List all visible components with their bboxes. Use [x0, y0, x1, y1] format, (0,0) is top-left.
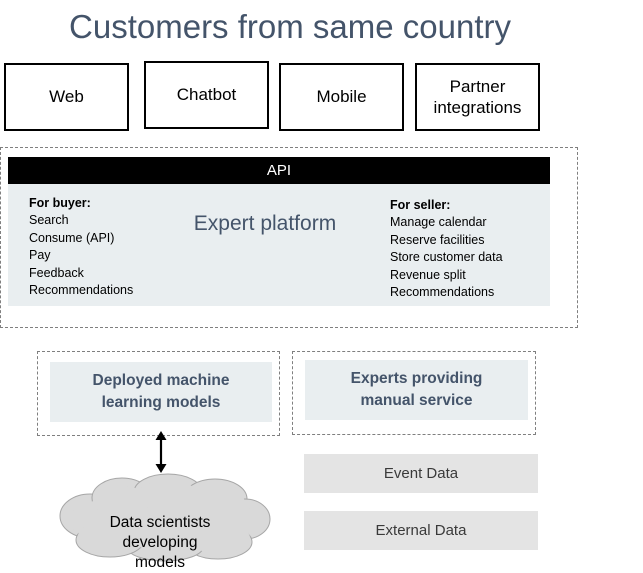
seller-item-store-customer-data: Store customer data — [390, 250, 503, 265]
channel-chatbot: Chatbot — [144, 61, 269, 129]
event-data-box: Event Data — [304, 454, 538, 493]
channel-partner-integrations-label: Partner integrations — [433, 76, 522, 117]
channel-chatbot-label: Chatbot — [176, 85, 237, 105]
ml-models-box: Deployed machine learning models — [50, 362, 272, 422]
experts-label: Experts providing manual service — [350, 370, 483, 409]
seller-item-reserve-facilities: Reserve facilities — [390, 232, 485, 247]
diagram-title: Customers from same country — [69, 8, 511, 45]
ml-models-label: Deployed machine learning models — [92, 372, 230, 411]
cloud-label-text: Data scientists developing models — [109, 514, 211, 571]
seller-item-manage-calendar: Manage calendar — [390, 215, 487, 230]
buyer-item-pay: Pay — [29, 248, 51, 263]
buyer-list: For buyer: Search Consume (API) Pay Feed… — [29, 195, 179, 299]
cloud-shape — [59, 473, 271, 562]
buyer-item-consume: Consume (API) — [29, 230, 115, 245]
experts-box: Experts providing manual service — [305, 360, 528, 420]
seller-header: For seller: — [390, 198, 451, 212]
seller-item-recommendations: Recommendations — [390, 285, 495, 300]
buyer-header: For buyer: — [29, 196, 91, 210]
channel-partner-integrations: Partner integrations — [415, 63, 540, 131]
seller-list: For seller: Manage calendar Reserve faci… — [390, 197, 548, 301]
platform-container — [0, 147, 578, 328]
channel-mobile-label: Mobile — [316, 87, 367, 107]
external-data-box: External Data — [304, 511, 538, 550]
cloud-label: Data scientists developing models — [80, 493, 240, 573]
buyer-item-search: Search — [29, 213, 69, 228]
platform-name: Expert platform — [193, 212, 337, 235]
platform-body — [8, 184, 550, 306]
buyer-item-recommendations: Recommendations — [29, 283, 134, 298]
event-data-label: Event Data — [383, 465, 459, 482]
external-data-label: External Data — [375, 522, 467, 539]
api-bar: API — [8, 157, 550, 184]
api-label: API — [266, 162, 292, 179]
channel-mobile: Mobile — [279, 63, 404, 131]
seller-item-revenue-split: Revenue split — [390, 267, 466, 282]
experts-container — [292, 351, 536, 435]
channel-web-label: Web — [49, 87, 84, 107]
bidirectional-arrow-icon — [155, 431, 167, 473]
channel-web: Web — [4, 63, 129, 131]
buyer-item-feedback: Feedback — [29, 265, 84, 280]
